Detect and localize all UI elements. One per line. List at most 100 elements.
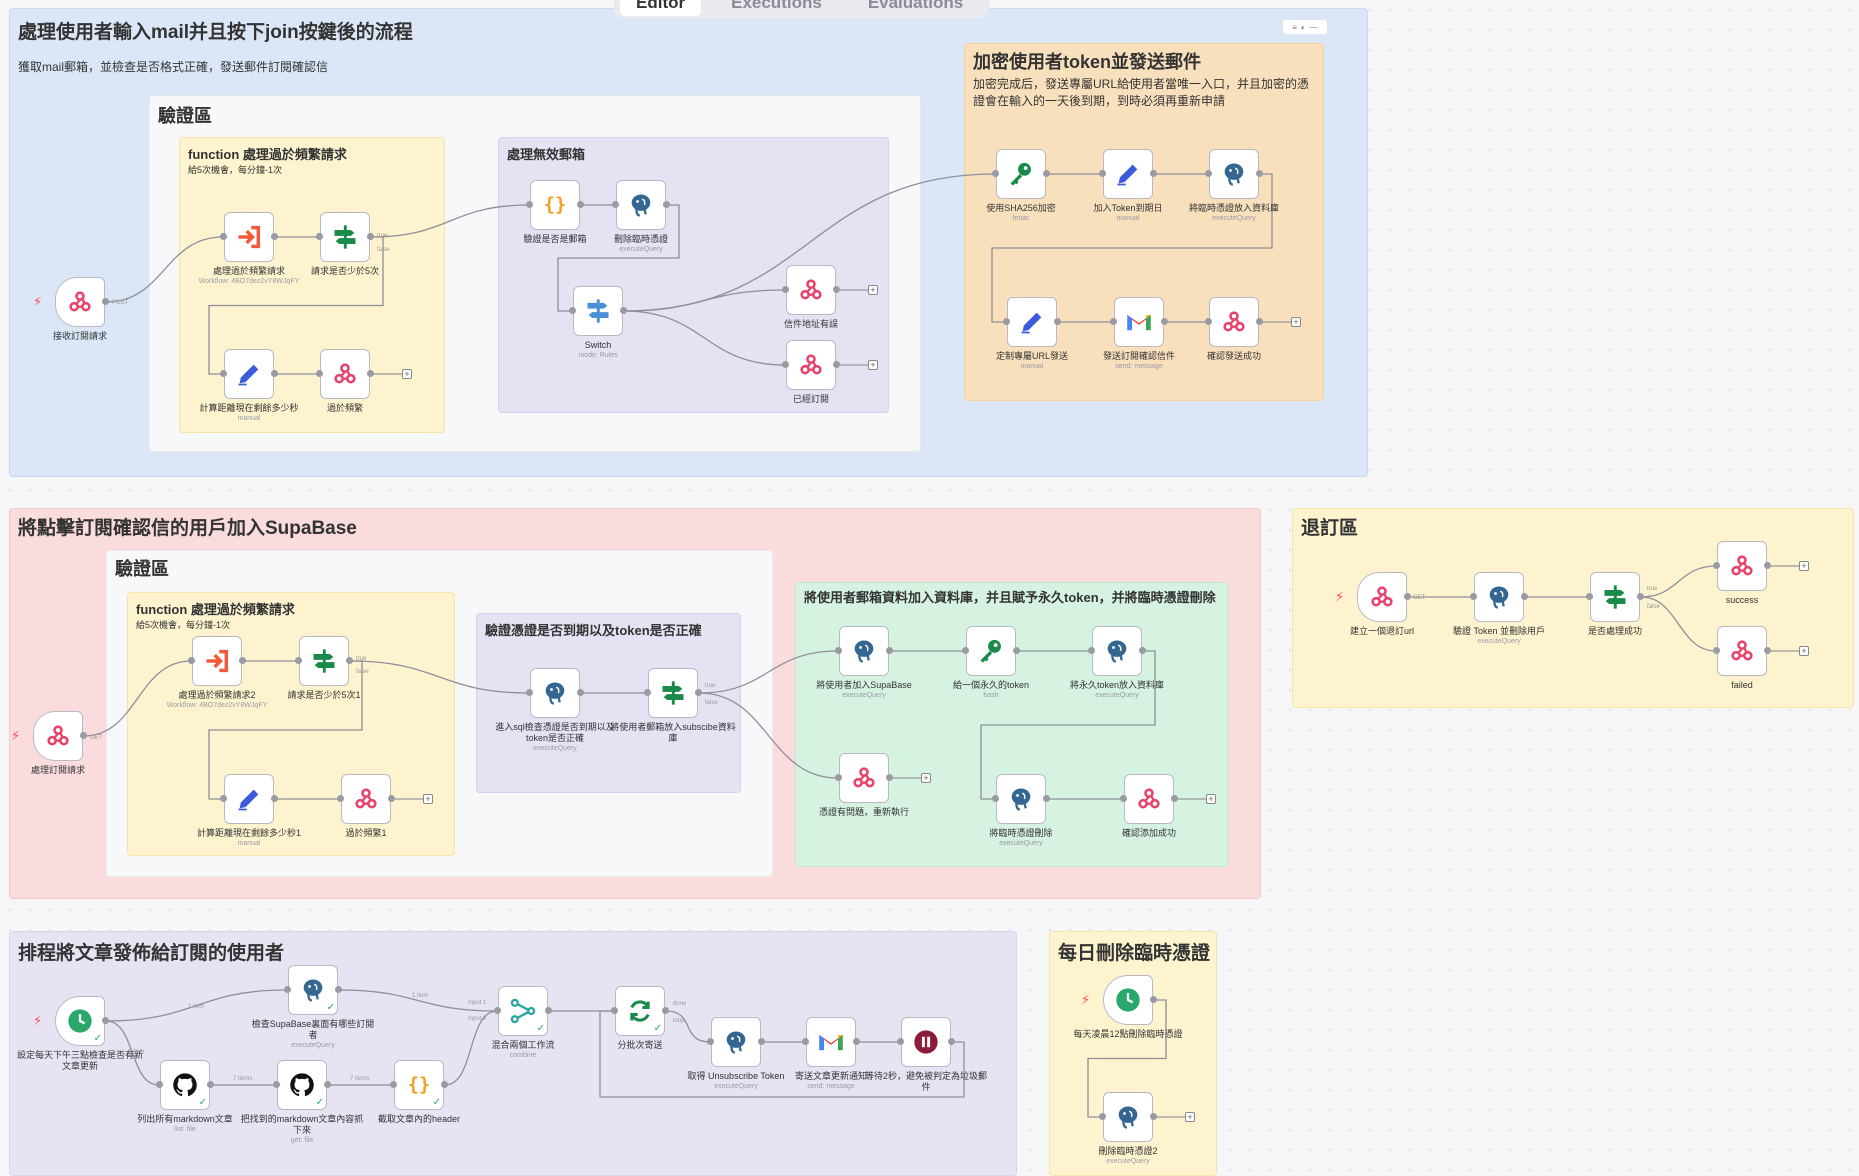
add-node-button[interactable]: +	[1185, 1112, 1195, 1122]
tab-editor[interactable]: Editor	[620, 0, 702, 16]
input-handle[interactable]	[1713, 562, 1720, 569]
tab-executions[interactable]: Executions	[731, 0, 822, 12]
output-handle[interactable]	[663, 201, 670, 208]
output-handle[interactable]	[80, 732, 87, 739]
workflow-node[interactable]	[1103, 1092, 1153, 1142]
workflow-node[interactable]	[1007, 297, 1057, 347]
output-handle[interactable]	[1054, 318, 1061, 325]
tab-evaluations[interactable]: Evaluations	[867, 0, 964, 12]
minimize-icon[interactable]: —	[1309, 22, 1318, 32]
output-handle[interactable]	[948, 1038, 955, 1045]
input-handle[interactable]	[1120, 795, 1127, 802]
input-handle[interactable]	[992, 170, 999, 177]
input-handle[interactable]	[526, 689, 533, 696]
input-handle[interactable]	[612, 201, 619, 208]
sticky-note[interactable]: function 處理過於頻繁請求 給5次機會，每分鐘-1次	[127, 592, 455, 856]
input-handle[interactable]	[316, 370, 323, 377]
add-node-button[interactable]: +	[1291, 317, 1301, 327]
output-handle[interactable]	[620, 307, 627, 314]
color-icon[interactable]: ◐	[1300, 22, 1306, 32]
workflow-node[interactable]	[1717, 541, 1767, 591]
output-handle[interactable]	[695, 689, 702, 696]
output-handle[interactable]	[577, 201, 584, 208]
output-handle[interactable]	[886, 647, 893, 654]
output-handle[interactable]	[1139, 647, 1146, 654]
input-handle[interactable]	[1003, 318, 1010, 325]
workflow-node[interactable]	[1209, 297, 1259, 347]
sticky-note[interactable]: 將使用者郵箱資料加入資料庫，并且賦予永久token，并將臨時憑證刪除	[795, 582, 1228, 867]
workflow-node[interactable]	[341, 774, 391, 824]
output-handle[interactable]	[1013, 647, 1020, 654]
workflow-node[interactable]	[192, 636, 242, 686]
input-handle[interactable]	[992, 795, 999, 802]
workflow-node[interactable]	[55, 277, 105, 327]
input-handle[interactable]	[835, 774, 842, 781]
workflow-node[interactable]	[1092, 626, 1142, 676]
input-handle[interactable]	[707, 1038, 714, 1045]
input-handle[interactable]	[802, 1038, 809, 1045]
output-handle[interactable]	[346, 657, 353, 664]
workflow-node[interactable]: ✓	[615, 986, 665, 1036]
workflow-node[interactable]	[33, 711, 83, 761]
workflow-node[interactable]	[224, 774, 274, 824]
workflow-node[interactable]	[1209, 149, 1259, 199]
input-handle[interactable]	[220, 795, 227, 802]
workflow-node[interactable]	[1717, 626, 1767, 676]
input-handle[interactable]	[835, 647, 842, 654]
output-handle[interactable]	[207, 1081, 214, 1088]
input-handle[interactable]	[569, 307, 576, 314]
workflow-node[interactable]	[901, 1017, 951, 1067]
output-handle[interactable]	[545, 1007, 552, 1014]
output-handle[interactable]	[1637, 593, 1644, 600]
input-handle[interactable]	[897, 1038, 904, 1045]
input-handle[interactable]	[220, 370, 227, 377]
input-handle[interactable]	[156, 1081, 163, 1088]
workflow-node[interactable]	[996, 774, 1046, 824]
add-node-button[interactable]: +	[921, 773, 931, 783]
output-handle[interactable]	[1404, 593, 1411, 600]
workflow-node[interactable]	[530, 668, 580, 718]
output-handle[interactable]	[853, 1038, 860, 1045]
input-handle[interactable]	[494, 1007, 501, 1014]
output-handle[interactable]	[367, 370, 374, 377]
output-handle[interactable]	[441, 1081, 448, 1088]
workflow-node[interactable]: ✓	[498, 986, 548, 1036]
input-handle[interactable]	[1205, 170, 1212, 177]
output-handle[interactable]	[271, 795, 278, 802]
input-handle[interactable]	[1713, 647, 1720, 654]
workflow-node[interactable]	[839, 753, 889, 803]
workflow-node[interactable]	[320, 349, 370, 399]
add-node-button[interactable]: +	[1799, 561, 1809, 571]
workflow-node[interactable]: {}	[530, 180, 580, 230]
input-handle[interactable]	[962, 647, 969, 654]
workflow-node[interactable]	[616, 180, 666, 230]
workflow-node[interactable]	[839, 626, 889, 676]
workflow-node[interactable]	[711, 1017, 761, 1067]
workflow-node[interactable]	[1357, 572, 1407, 622]
workflow-node[interactable]: ✓	[55, 996, 105, 1046]
input-handle[interactable]	[1110, 318, 1117, 325]
output-handle[interactable]	[833, 286, 840, 293]
input-handle[interactable]	[1470, 593, 1477, 600]
input-handle[interactable]	[220, 233, 227, 240]
workflow-node[interactable]	[573, 286, 623, 336]
output-handle[interactable]	[388, 795, 395, 802]
output-handle[interactable]	[1043, 795, 1050, 802]
workflow-node[interactable]	[1474, 572, 1524, 622]
output-handle[interactable]	[1521, 593, 1528, 600]
add-node-button[interactable]: +	[402, 369, 412, 379]
input-handle[interactable]	[337, 795, 344, 802]
output-handle[interactable]	[1256, 170, 1263, 177]
workflow-node[interactable]	[1124, 774, 1174, 824]
input-handle[interactable]	[526, 201, 533, 208]
input-handle[interactable]	[188, 657, 195, 664]
input-handle[interactable]	[273, 1081, 280, 1088]
output-handle[interactable]	[886, 774, 893, 781]
workflow-node[interactable]	[320, 212, 370, 262]
workflow-node[interactable]	[996, 149, 1046, 199]
add-node-button[interactable]: +	[1799, 646, 1809, 656]
output-handle[interactable]	[758, 1038, 765, 1045]
input-handle[interactable]	[1205, 318, 1212, 325]
output-handle[interactable]	[577, 689, 584, 696]
